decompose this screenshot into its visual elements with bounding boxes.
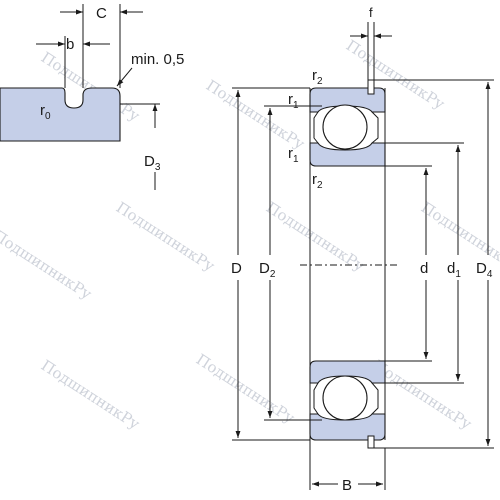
groove-section bbox=[0, 87, 160, 142]
label-r2-top: r2 bbox=[312, 67, 323, 87]
ball-bottom bbox=[322, 375, 368, 421]
watermark-text: ПодшипникРу bbox=[263, 198, 368, 275]
groove-detail: C b min. 0,5 r0 D3 bbox=[0, 4, 184, 190]
label-d-bore: d bbox=[420, 260, 428, 277]
ball-top bbox=[322, 104, 368, 150]
dimensions: f r2 r1 r1 r2 D D2 d d1 D4 bbox=[231, 5, 494, 494]
label-d-outer: D bbox=[231, 260, 242, 277]
label-min: min. 0,5 bbox=[131, 51, 184, 68]
label-d3: D3 bbox=[144, 153, 161, 173]
bearing-section bbox=[300, 79, 400, 449]
watermark-text: ПодшипникРу bbox=[113, 198, 218, 275]
snap-groove-top bbox=[367, 79, 375, 95]
watermark-text: ПодшипникРу bbox=[38, 356, 143, 433]
snap-groove-bottom bbox=[367, 435, 375, 449]
label-d4: D4 bbox=[476, 260, 493, 280]
inner-ring-bottom bbox=[309, 360, 386, 384]
label-d2: D2 bbox=[259, 260, 276, 280]
label-r1-bottom: r1 bbox=[288, 145, 299, 165]
label-r1-top: r1 bbox=[288, 91, 299, 111]
watermark-layer: ПодшипникРу ПодшипникРу ПодшипникРу Подш… bbox=[0, 36, 500, 433]
label-r2-bottom: r2 bbox=[312, 171, 323, 191]
watermark-text: ПодшипникРу bbox=[193, 350, 298, 427]
outer-ring-bottom bbox=[309, 413, 386, 441]
inner-ring-top bbox=[309, 142, 386, 167]
label-b: b bbox=[66, 36, 74, 53]
label-b-width: B bbox=[342, 477, 352, 494]
label-f: f bbox=[369, 5, 373, 20]
watermark-text: ПодшипникРу bbox=[0, 226, 95, 303]
watermark-text: ПодшипникРу bbox=[370, 356, 475, 433]
label-d1: d1 bbox=[447, 260, 461, 280]
label-r0: r0 bbox=[40, 102, 51, 122]
label-c: C bbox=[96, 5, 107, 22]
